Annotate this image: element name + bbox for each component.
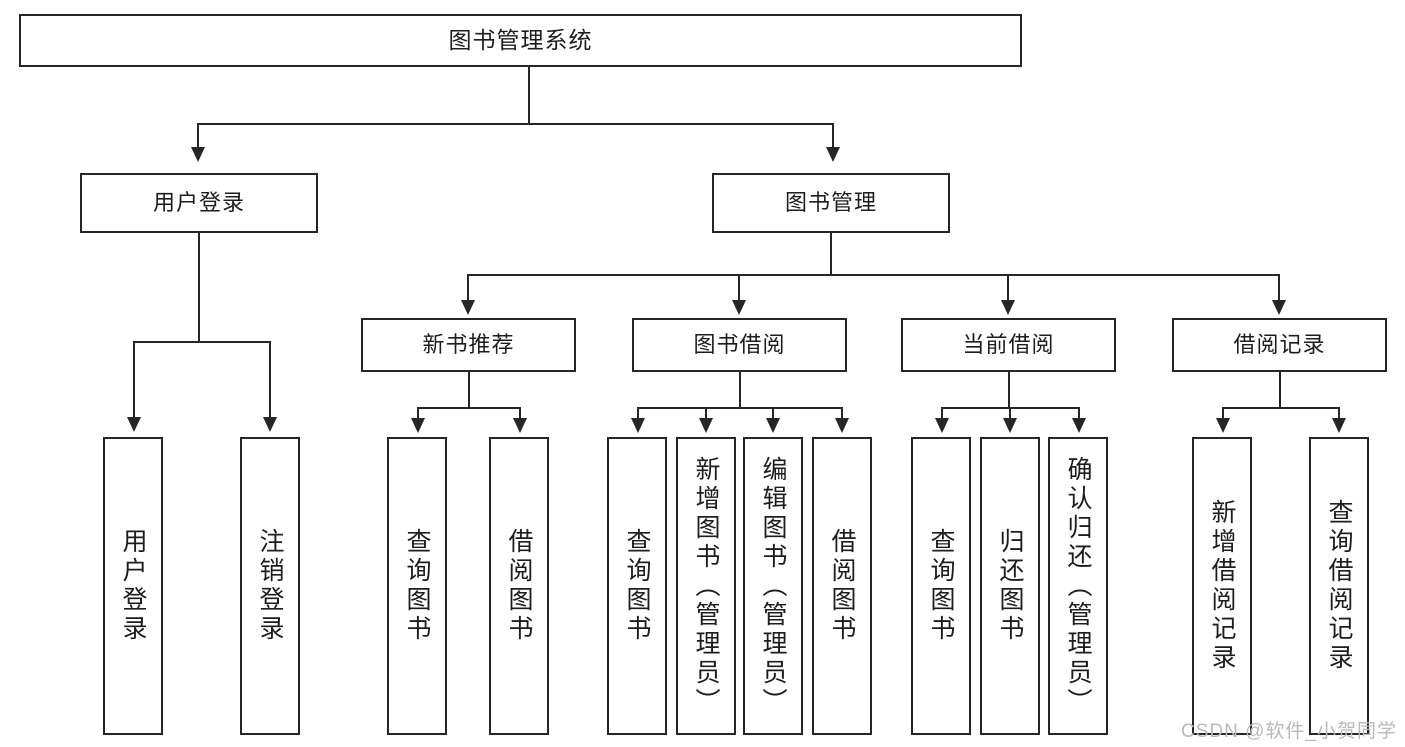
node-current-borrow[interactable]: 当前借阅 (901, 318, 1116, 372)
arrowhead-leaf-add-book (699, 418, 713, 433)
node-label: 归还图书 (996, 528, 1024, 644)
node-label: 新书推荐 (422, 332, 515, 358)
node-label: 借阅图书 (505, 528, 533, 644)
leaf-borrow-book-new[interactable]: 借阅图书 (489, 437, 549, 735)
arrowhead-leaf-user-login (127, 417, 141, 432)
leaf-query-book-borrow[interactable]: 查询图书 (607, 437, 667, 735)
connector-book-borrow-drop-3 (772, 407, 774, 419)
arrowhead-leaf-borrow-book-2 (835, 418, 849, 433)
leaf-edit-book-admin[interactable]: 编辑图书（管理员） (743, 437, 803, 735)
leaf-user-login[interactable]: 用户登录 (103, 437, 163, 735)
leaf-query-book-new[interactable]: 查询图书 (387, 437, 447, 735)
node-label: 注销登录 (256, 528, 284, 644)
connector-root-to-user-login (197, 123, 199, 149)
arrowhead-leaf-query-book-3 (935, 418, 949, 433)
node-borrow-record[interactable]: 借阅记录 (1172, 318, 1387, 372)
arrowhead-leaf-query-book-2 (631, 418, 645, 433)
node-label: 新增图书（管理员） (692, 455, 720, 717)
connector-current-borrow-drop-3 (1078, 407, 1080, 419)
leaf-borrow-book[interactable]: 借阅图书 (812, 437, 872, 735)
arrowhead-leaf-logout (263, 417, 277, 432)
leaf-confirm-return-admin[interactable]: 确认归还（管理员） (1048, 437, 1108, 735)
connector-book-borrow-stem (739, 372, 741, 408)
node-root-library-system[interactable]: 图书管理系统 (19, 14, 1022, 67)
arrowhead-leaf-query-record (1332, 418, 1346, 433)
connector-borrow-record-bus (1222, 407, 1339, 409)
connector-borrow-record-drop-1 (1222, 407, 1224, 419)
connector-new-book-drop-1 (417, 407, 419, 419)
connector-book-borrow-bus (637, 407, 843, 409)
arrowhead-book-borrow (732, 300, 746, 315)
node-label: 当前借阅 (962, 332, 1055, 358)
node-label: 用户登录 (119, 528, 147, 644)
connector-borrow-record-drop-2 (1338, 407, 1340, 419)
arrowhead-book-manage (826, 147, 840, 162)
connector-current-borrow-drop-1 (941, 407, 943, 419)
leaf-query-book-current[interactable]: 查询图书 (911, 437, 971, 735)
node-label: 查询图书 (623, 528, 651, 644)
node-label: 图书管理 (784, 190, 877, 216)
arrowhead-leaf-borrow-book-1 (513, 418, 527, 433)
arrowhead-leaf-add-record (1216, 418, 1230, 433)
arrowhead-leaf-return-book (1003, 418, 1017, 433)
connector-user-login-stem (198, 233, 200, 342)
node-label: 借阅记录 (1233, 332, 1326, 358)
arrowhead-user-login (191, 147, 205, 162)
connector-book-manage-stem (830, 233, 832, 275)
node-label: 图书借阅 (693, 332, 786, 358)
connector-book-manage-drop-3 (1007, 274, 1009, 302)
connector-book-manage-drop-2 (738, 274, 740, 302)
node-user-login[interactable]: 用户登录 (80, 173, 318, 233)
connector-current-borrow-stem (1008, 372, 1010, 408)
connector-new-book-stem (468, 372, 470, 408)
node-label: 查询借阅记录 (1325, 499, 1353, 673)
connector-user-login-drop-1 (133, 341, 135, 418)
connector-book-manage-drop-1 (467, 274, 469, 302)
node-label: 用户登录 (152, 190, 245, 216)
arrowhead-new-book-rec (461, 300, 475, 315)
node-label: 确认归还（管理员） (1064, 455, 1092, 717)
leaf-add-borrow-record[interactable]: 新增借阅记录 (1192, 437, 1252, 735)
node-book-management[interactable]: 图书管理 (712, 173, 950, 233)
node-book-borrow[interactable]: 图书借阅 (632, 318, 847, 372)
connector-current-borrow-drop-2 (1009, 407, 1011, 419)
leaf-logout[interactable]: 注销登录 (240, 437, 300, 735)
node-label: 新增借阅记录 (1208, 499, 1236, 673)
connector-root-to-book-manage (832, 123, 834, 149)
node-label: 编辑图书（管理员） (759, 455, 787, 717)
connector-user-login-bus (133, 341, 271, 343)
connector-new-book-bus (417, 407, 521, 409)
arrowhead-leaf-query-book-1 (411, 418, 425, 433)
leaf-return-book[interactable]: 归还图书 (980, 437, 1040, 735)
connector-root-bus (197, 123, 833, 125)
arrowhead-leaf-confirm-return (1072, 418, 1086, 433)
connector-root-stem (528, 67, 530, 123)
node-label: 借阅图书 (828, 528, 856, 644)
leaf-query-borrow-record[interactable]: 查询借阅记录 (1309, 437, 1369, 735)
connector-book-manage-drop-4 (1278, 274, 1280, 302)
node-label: 查询图书 (927, 528, 955, 644)
node-label: 查询图书 (403, 528, 431, 644)
connector-book-manage-bus (467, 274, 1279, 276)
connector-user-login-drop-2 (269, 341, 271, 418)
arrowhead-current-borrow (1001, 300, 1015, 315)
leaf-add-book-admin[interactable]: 新增图书（管理员） (676, 437, 736, 735)
arrowhead-leaf-edit-book (766, 418, 780, 433)
connector-book-borrow-drop-1 (637, 407, 639, 419)
node-new-book-recommend[interactable]: 新书推荐 (361, 318, 576, 372)
connector-book-borrow-drop-2 (705, 407, 707, 419)
arrowhead-borrow-record (1272, 300, 1286, 315)
node-label: 图书管理系统 (448, 26, 593, 53)
connector-borrow-record-stem (1279, 372, 1281, 408)
connector-new-book-drop-2 (519, 407, 521, 419)
connector-book-borrow-drop-4 (841, 407, 843, 419)
